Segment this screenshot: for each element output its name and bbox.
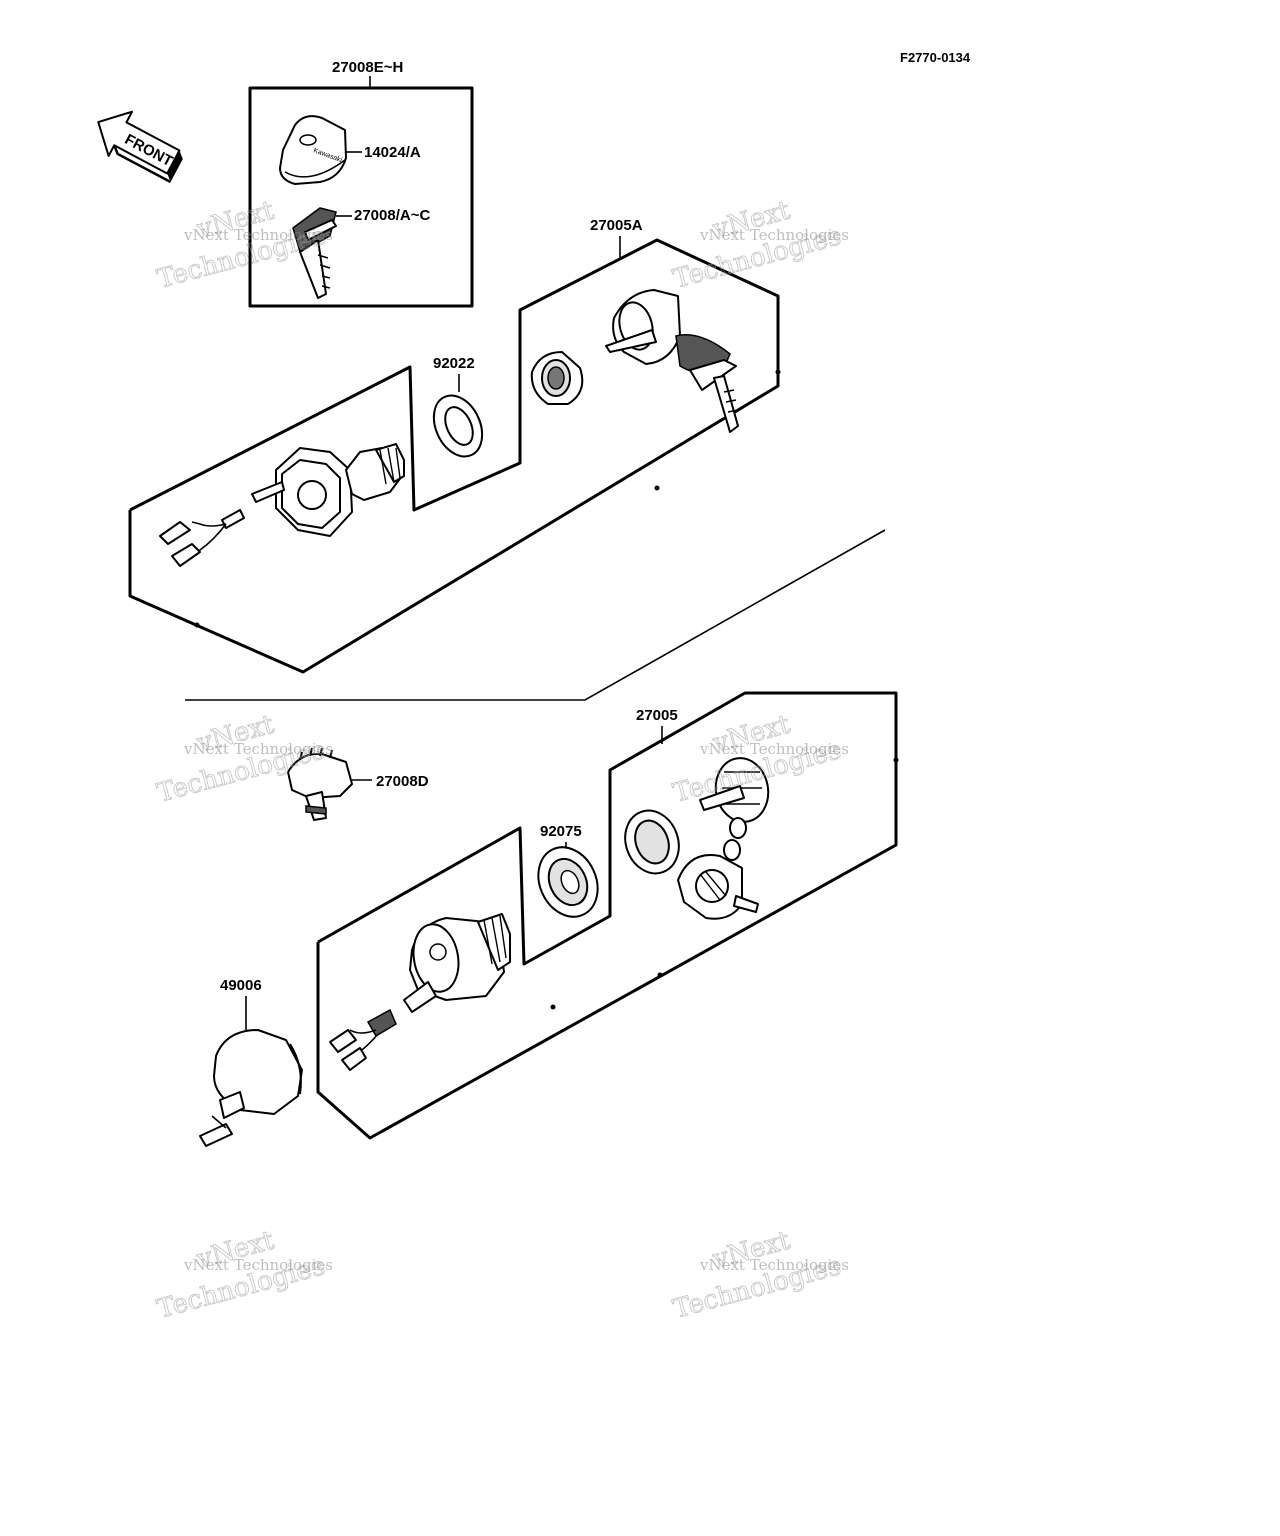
section-divider xyxy=(185,529,886,701)
label-kit-top: 27008E~H xyxy=(332,59,403,76)
svg-text:vNext Technologies: vNext Technologies xyxy=(183,226,333,244)
lock-cylinder-b-part xyxy=(677,757,770,920)
ignition-switch-a-part xyxy=(251,443,405,537)
washer-92022-part xyxy=(432,394,484,458)
watermark-top-right: vNext Technologies vNext Technologies xyxy=(670,195,849,295)
figure-code: F2770-0134 xyxy=(900,50,971,65)
label-wire-unit: 49006 xyxy=(220,977,262,994)
key-cap-27008d-part xyxy=(287,747,353,821)
svg-text:vNext Technologies: vNext Technologies xyxy=(699,226,849,244)
kit-box-27008e-h: 27008E~H Kawasaki 14024/A 27008/A~C xyxy=(248,59,474,308)
lock-nut-part xyxy=(530,351,584,405)
front-arrow-icon: FRONT xyxy=(97,110,183,184)
switch-wire-leads xyxy=(329,1008,397,1071)
label-switch-kit-a: 27005A xyxy=(590,217,643,234)
label-key-set: 27008/A~C xyxy=(354,207,430,224)
ignition-switch-part xyxy=(403,913,511,1013)
label-knob: 14024/A xyxy=(364,144,421,161)
svg-text:vNext Technologies: vNext Technologies xyxy=(183,1256,333,1274)
switch-a-wire-leads xyxy=(159,509,245,567)
watermark-top-left: vNext Technologies vNext Technologies xyxy=(154,195,333,295)
watermark-bottom-left: vNext Technologies vNext Technologies xyxy=(154,1225,333,1325)
switch-assembly-27005a: 27005A 92022 xyxy=(128,217,781,674)
label-switch-kit: 27005 xyxy=(636,707,678,724)
washer-92075-part xyxy=(537,846,599,918)
wire-unit-49006-part xyxy=(199,1029,303,1147)
lock-cylinder-part xyxy=(605,289,739,433)
lock-nut-b-part xyxy=(624,809,680,875)
svg-text:vNext Technologies: vNext Technologies xyxy=(183,740,333,758)
label-cap-d: 27008D xyxy=(376,773,429,790)
key-knob-part: Kawasaki xyxy=(279,115,347,185)
key-set-part xyxy=(292,207,337,299)
svg-text:vNext Technologies: vNext Technologies xyxy=(699,740,849,758)
label-washer-a: 92022 xyxy=(433,355,475,372)
svg-text:vNext Technologies: vNext Technologies xyxy=(699,1256,849,1274)
watermark-bottom-right: vNext Technologies vNext Technologies xyxy=(670,1225,849,1325)
label-washer: 92075 xyxy=(540,823,582,840)
switch-assembly-27005: 27005 92075 xyxy=(316,691,899,1140)
